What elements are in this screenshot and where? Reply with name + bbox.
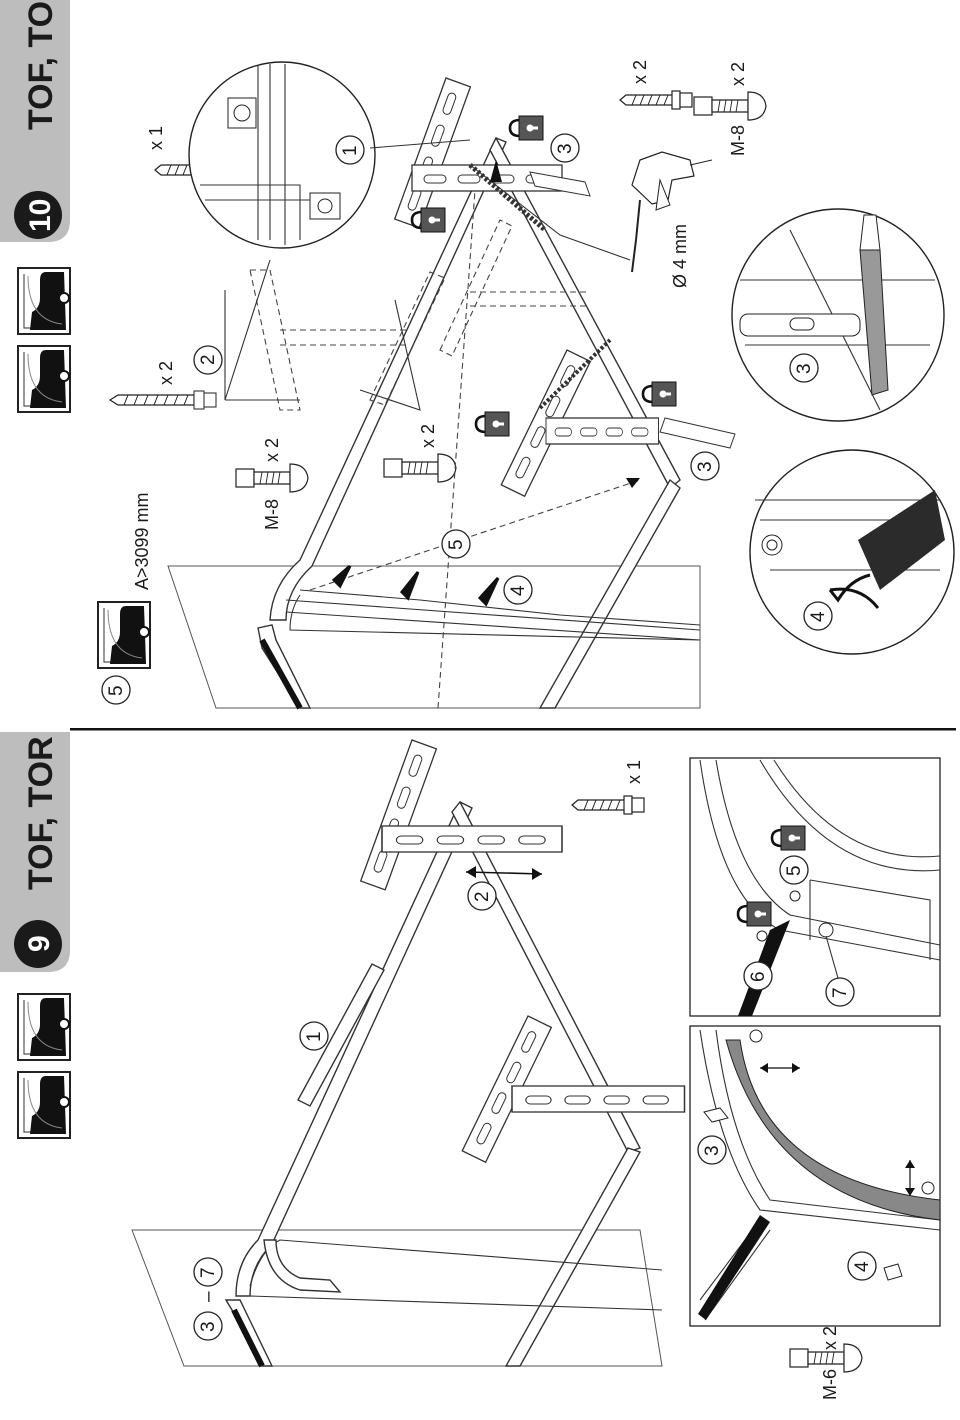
callout-range: 3 – 7 [193,1257,223,1341]
detail-view-5-7: 5 6 7 [689,757,941,1017]
screw-icon [619,90,693,110]
callout-5: 5 [441,529,471,559]
wall-bracket [360,739,438,891]
callout-4: 4 [803,601,833,631]
step-9-number: 9 [23,935,56,952]
step-10-bolt-mid-qty: x 2 [418,424,438,448]
door-profile-icon [97,601,151,669]
seal-strip [858,490,945,590]
callout-3: 3 [697,1135,727,1165]
step-9-panel: TOF, TOR 9 [0,732,941,1400]
svg-text:1: 1 [304,1031,325,1042]
step-10-top-screw-qty: x 2 [630,60,650,84]
svg-text:5: 5 [784,865,805,876]
callout-1: 1 [299,1021,329,1051]
door-profile-icon [17,993,71,1061]
step-9-header-tab [0,732,70,972]
callout-2: 2 [193,345,223,375]
adjust-arrow [465,871,543,875]
step-10-measurement: A>3099 mm [132,492,152,590]
long-screw-icon [108,390,217,410]
svg-text:3: 3 [198,1321,219,1332]
carriage-bolt-icon [693,91,767,121]
step-10-number: 10 [24,199,57,232]
callout-6: 6 [743,961,773,991]
wall-bracket [381,825,563,853]
step-10-number-badge [14,191,62,239]
push-arrows [331,160,640,607]
step-10-top-bolt-size: M-8 [728,125,748,156]
lock-icon [641,380,678,408]
svg-text:3: 3 [702,1145,723,1156]
section-divider [70,728,956,731]
wall-bracket [545,417,660,445]
step-10-header-tab [0,0,70,242]
detail-view-4: 4 [749,449,955,655]
door-profile-icon [17,345,71,413]
callout-3: 3 [690,451,720,481]
svg-text:5: 5 [446,539,467,550]
callout-5: 5 [101,675,131,705]
door-profile-icon [17,1071,71,1139]
step-9-screw-qty: x 1 [624,760,644,784]
callout-1: 1 [335,135,365,165]
step-10-panel: TOF, TOR 10 x 1 x 2 2 M-8 x 2 x 2 [0,0,955,710]
svg-text:4: 4 [852,1261,873,1272]
ghost-brackets [249,219,590,411]
callout-5: 5 [779,855,809,885]
step-10-screw-qty: x 1 [146,126,166,150]
svg-text:–: – [198,1291,219,1302]
callout-7: 7 [825,977,855,1007]
step-10-bolt-left-qty: x 2 [262,438,282,462]
step-10-bolt-left-size: M-8 [262,499,282,530]
svg-text:2: 2 [198,354,219,365]
door-frame [224,800,663,1368]
step-9-bolt-qty: x 2 [820,1326,840,1350]
step-10-top-bolt-qty: x 2 [728,62,748,86]
callout-4: 4 [847,1251,877,1281]
callout-3: 3 [789,353,819,383]
detail-view-1: 1 [188,61,471,249]
screw-icon [571,795,645,815]
svg-text:4: 4 [808,611,829,622]
svg-text:1: 1 [340,145,361,156]
spacer-plate [659,417,736,449]
lock-icon [474,410,511,438]
detail-view-3-4: 3 4 [689,1025,941,1327]
detail-view-3: 3 [731,208,945,422]
svg-text:3: 3 [555,143,576,154]
wall-bracket [511,1085,686,1113]
spacer-plate [529,171,591,197]
svg-text:7: 7 [198,1267,219,1278]
svg-text:7: 7 [830,987,851,998]
svg-text:6: 6 [748,971,769,982]
step-10-drill-size: Ø 4 mm [670,224,690,288]
svg-text:2: 2 [472,891,493,902]
svg-text:4: 4 [508,585,529,596]
svg-text:5: 5 [106,685,127,696]
wall-bracket [394,77,472,229]
step-9-bolt-size: M-6 [820,1369,840,1400]
lock-icon [508,114,545,142]
step-9-number-badge [14,920,62,968]
door-profile-icon [17,267,71,335]
drill-icon [631,151,713,273]
carriage-bolt-icon [383,453,457,483]
svg-text:3: 3 [695,461,716,472]
callout-2: 2 [467,881,497,911]
step-10-title: TOF, TOR [22,0,60,130]
carriage-bolt-icon [235,463,309,493]
step-10-long-screw-qty: x 2 [156,361,176,385]
svg-text:3: 3 [794,363,815,374]
callout-3: 3 [550,133,580,163]
step-9-title: TOF, TOR [22,736,60,890]
callout-4: 4 [503,575,533,605]
